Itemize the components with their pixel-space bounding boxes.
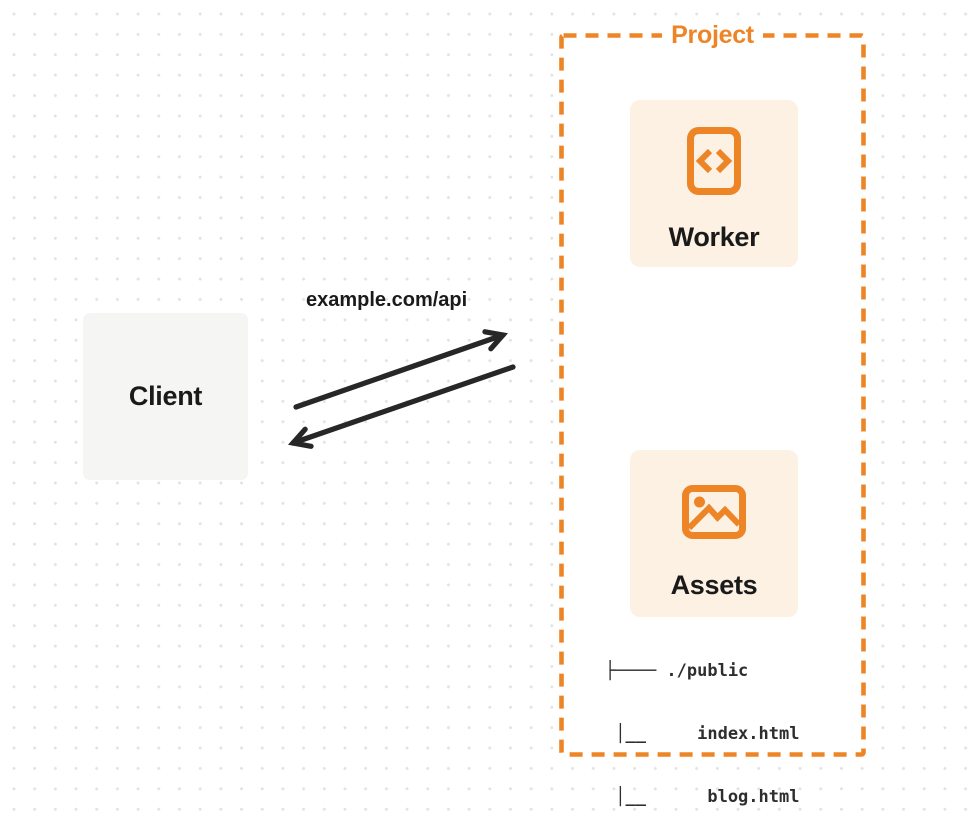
project-title-wrap: Project <box>561 21 864 49</box>
worker-node: Worker <box>630 100 798 267</box>
tree-line-blog: │__ blog.html <box>605 787 800 807</box>
client-node: Client <box>83 313 248 480</box>
assets-label: Assets <box>670 570 758 600</box>
project-title: Project <box>662 21 763 49</box>
tree-line-public: ├──── ./public <box>605 661 749 681</box>
code-file-icon <box>687 127 741 195</box>
request-url-label: example.com/api <box>306 289 468 311</box>
tree-line-index: │__ index.html <box>605 724 800 744</box>
assets-node: Assets <box>630 450 798 617</box>
assets-file-tree: ├──── ./public │__ index.html │__ blog.h… <box>605 619 799 818</box>
request-arrow <box>293 329 509 410</box>
response-arrow <box>287 364 516 449</box>
image-icon <box>682 485 746 539</box>
client-label: Client <box>128 381 203 411</box>
worker-label: Worker <box>668 222 760 252</box>
